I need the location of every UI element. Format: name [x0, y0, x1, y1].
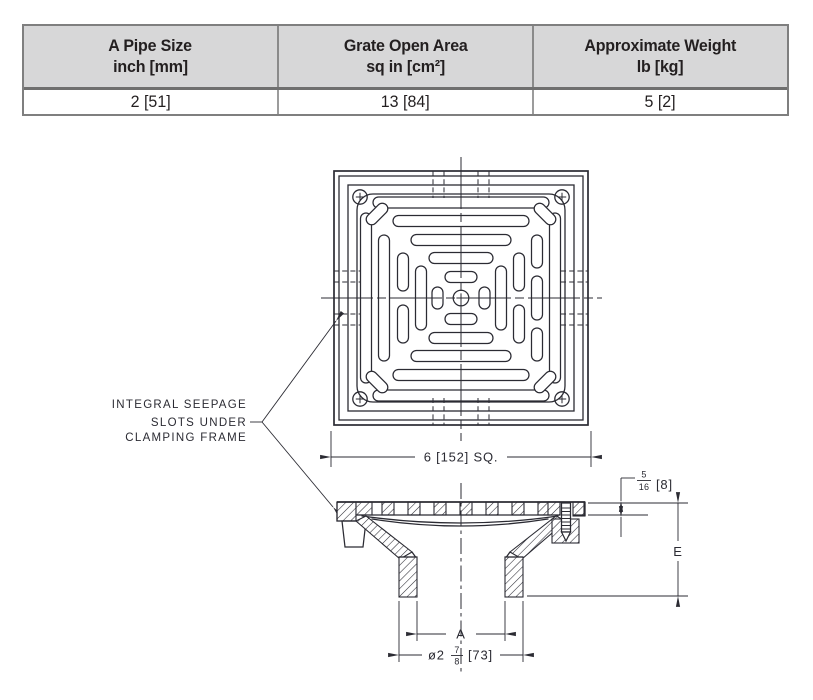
value-pipe-size: 2 [51]: [24, 90, 279, 114]
corner-screw-icon: [554, 391, 570, 407]
thickness-metric: [8]: [656, 477, 673, 492]
spigot-numerator: 7: [454, 645, 459, 655]
annotation-line-1: INTEGRAL SEEPAGE: [112, 399, 247, 411]
left-flange-section: [336, 501, 357, 522]
header-open-area-title: Grate Open Area: [343, 36, 468, 55]
grate-bars-section: [355, 501, 561, 516]
thickness-numerator: 5: [641, 470, 646, 480]
dimension-pipe-a: A: [406, 601, 516, 642]
dimension-spigot-diameter: ø2 7 8 [73]: [388, 601, 534, 667]
dimension-grate-square: 6 [152] SQ.: [320, 431, 602, 467]
leader-to-plan: [261, 310, 345, 423]
leader-to-section: [261, 421, 342, 517]
grate-square-dimension-text: 6 [152] SQ.: [424, 450, 499, 465]
pipe-wall-left: [398, 556, 418, 598]
dimension-height-e: E: [527, 492, 688, 607]
spec-table-value-row: 2 [51] 13 [84] 5 [2]: [24, 90, 787, 114]
header-pipe-size-title: A Pipe Size: [108, 36, 193, 55]
height-dimension-text: E: [673, 544, 682, 559]
thickness-denominator: 16: [639, 482, 650, 492]
header-pipe-size: A Pipe Size inch [mm]: [24, 26, 279, 87]
header-open-area-units: sq in [cm²]: [366, 57, 445, 76]
header-pipe-size-units: inch [mm]: [113, 57, 188, 76]
right-clamp-assembly: [551, 501, 585, 544]
value-weight: 5 [2]: [644, 93, 677, 111]
header-weight-title: Approximate Weight: [584, 36, 737, 55]
section-view: [336, 483, 586, 672]
header-weight-units: lb [kg]: [637, 57, 684, 76]
value-open-area: 13 [84]: [279, 90, 534, 114]
grate-underside-curve: [361, 515, 559, 524]
spigot-prefix: ø2: [428, 648, 445, 663]
corner-screw-icon: [352, 189, 368, 205]
spigot-metric: [73]: [468, 648, 493, 663]
dimension-grate-thickness: 5 16 [8]: [588, 470, 688, 537]
header-weight: Approximate Weight lb [kg]: [534, 26, 787, 87]
spec-table: A Pipe Size inch [mm] Grate Open Area sq…: [22, 24, 789, 116]
annotation-line-2: SLOTS UNDER: [151, 417, 247, 429]
plan-view: [321, 157, 602, 441]
header-open-area: Grate Open Area sq in [cm²]: [279, 26, 534, 87]
spigot-denominator: 8: [454, 657, 459, 667]
annotation-line-3: CLAMPING FRAME: [125, 432, 247, 444]
corner-screw-icon: [352, 391, 368, 407]
pipe-dimension-text: A: [456, 627, 465, 642]
seepage-annotation: INTEGRAL SEEPAGE SLOTS UNDER CLAMPING FR…: [112, 310, 345, 517]
corner-screw-icon: [554, 189, 570, 205]
spec-table-header-row: A Pipe Size inch [mm] Grate Open Area sq…: [24, 26, 787, 90]
clamp-screw: [560, 502, 572, 533]
pipe-wall-right: [504, 556, 524, 598]
frame-end-edges: [336, 501, 586, 522]
